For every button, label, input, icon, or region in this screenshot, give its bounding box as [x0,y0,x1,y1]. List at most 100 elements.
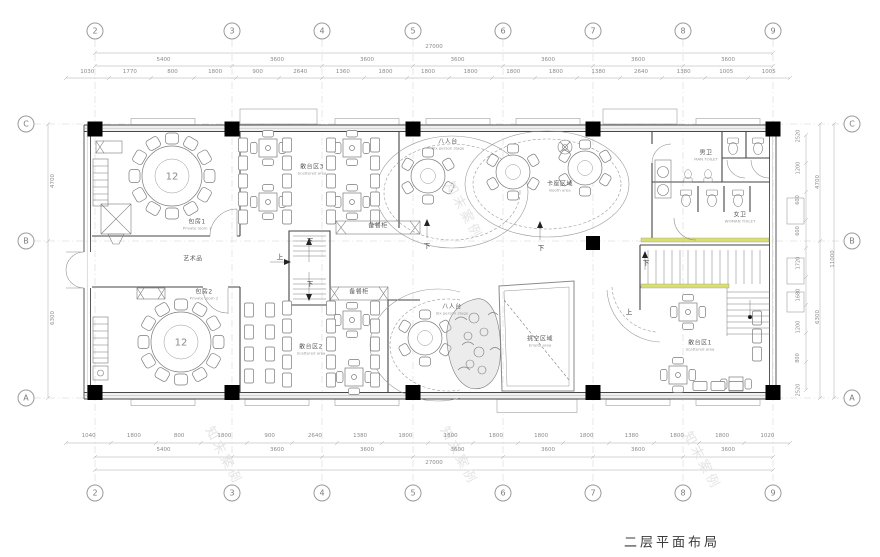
dim-top-overall: 27000 [425,44,443,50]
grid-bubble-col-7-bottom: 7 [584,484,602,502]
grid-bubble-col-6-top: 6 [494,22,512,40]
room-label-en: WOMAN TOILET [724,219,756,225]
room-label-private-room-2: 包房2 Private room 2 [186,289,223,303]
dimension-value: 1200 [795,320,802,333]
room-label-cn: 八人台 [442,303,462,311]
dimension-value: 2640 [293,69,308,75]
room-label-scattered-area-1: 散台区1 Scattered area [682,340,719,354]
stair-down-label: 下 [537,244,545,252]
room-label-en: Booth area [549,188,571,194]
room-label-cn: 散台区2 [299,343,323,351]
dimension-value: 1005 [719,69,734,75]
dimension-lines [45,50,837,473]
dimension-value: 1800 [463,69,478,75]
dimension-value: 1800 [488,433,503,439]
dimension-value: 1360 [335,69,350,75]
grid-bubble-col-5-top: 5 [404,22,422,40]
dimension-value: 3600 [450,57,465,63]
dimension-value: 5400 [156,57,171,63]
dimension-value: 1380 [676,69,691,75]
stair-down-label: 下 [306,237,314,245]
dimension-value: 5400 [156,447,171,453]
dimension-value: 800 [794,353,801,364]
exterior-walls [83,124,777,400]
room-label-en: Private room 2 [189,296,219,302]
grid-bubble-col-9-bottom: 9 [764,484,782,502]
dimension-value: 3600 [270,57,284,63]
grid-bubble-col-8-bottom: 8 [674,484,692,502]
dimension-value: 1005 [761,69,776,75]
dimension-value: 3600 [721,57,735,63]
dimension-value: 1800 [579,433,594,439]
stair-down-label: 下 [306,280,314,288]
dimension-value: 3600 [450,447,465,453]
dimension-value: 900 [264,433,275,439]
room-label-cn: 男卫 [699,149,713,157]
room-label-eight-table-bottom: 八人台 Six person stage [431,303,473,318]
dimension-value: 1800 [715,433,730,439]
artwork-label-cn: 艺术品 [183,255,203,263]
grid-bubble-col-4-bottom: 4 [313,484,331,502]
grid-bubble-col-5-bottom: 5 [404,484,422,502]
dimension-value: 600 [794,194,801,205]
dimension-value: 1020 [760,433,775,439]
room-label-en: Six person stage [435,311,469,317]
dimension-value: 1800 [421,69,436,75]
dimension-value: 1030 [80,69,95,75]
dimension-value: 1380 [591,69,606,75]
cabinet-label-cn: 备餐柜 [349,288,369,296]
drawing-title: 二层平面布局 [623,535,721,551]
dimension-value: 2520 [795,129,802,143]
dimension-value: 3600 [631,57,645,63]
furniture [128,130,762,395]
dim-right-overall: 11000 [830,250,836,268]
grid-bubble-col-9-top: 9 [764,22,782,40]
stair-up-label: 上 [625,308,633,316]
dimension-value: 1800 [208,69,223,75]
dim-right-6300: 6300 [815,310,821,324]
table-seat-count: 12 [174,337,188,349]
dimension-value: 3600 [631,447,645,453]
grid-bubble-row-c-left: C [17,115,35,133]
stair-up-label: 上 [276,253,284,261]
columns [87,121,781,400]
room-label-cn: 挑空区域 [526,335,553,343]
room-label-womens-toilet: 女卫 WOMAN TOILET [720,212,759,226]
room-label-eight-table-top: 八人台 Six person stage [427,139,469,153]
dimension-value: 3600 [360,57,374,63]
grid-bubble-col-2-bottom: 2 [86,484,104,502]
room-label-scattered-area-3: 散台区3 Scattered area [294,164,331,178]
dimension-value: 1380 [624,433,639,439]
grid-bubble-row-b-right: B [843,232,861,250]
room-label-cn: 包房1 [188,218,206,226]
dimension-value: 1800 [669,433,684,439]
room-label-en: Scattered area [297,171,327,177]
grid-bubble-col-7-top: 7 [584,22,602,40]
dimension-value: 3600 [541,447,555,453]
dimension-value: 1800 [378,69,393,75]
dim-left-4700: 4700 [50,174,56,188]
doors [65,143,770,314]
dimension-value: 1680 [795,288,802,302]
dimension-value: 2640 [634,69,649,75]
dimension-value: 1770 [122,69,137,75]
dimension-value: 1800 [398,433,413,439]
grid-bubble-col-8-top: 8 [674,22,692,40]
artwork-label: 艺术品 [183,255,203,264]
dimension-value: 3600 [360,447,374,453]
grid-bubble-row-c-right: C [843,115,861,133]
room-label-booth-area: 卡座区域 Booth area [546,181,573,195]
dimension-value: 1800 [506,69,521,75]
cabinet-label-cn: 备餐柜 [368,222,388,230]
room-label-en: MAN TOILET [694,157,718,163]
dimension-value: 600 [794,226,801,237]
grid-bubble-col-6-bottom: 6 [494,484,512,502]
room-label-mens-toilet: 男卫 MAN TOILET [691,149,722,164]
grid-bubble-col-4-top: 4 [313,22,331,40]
room-label-scattered-area-2: 散台区2 Scattered area [293,343,330,358]
dimension-value: 1800 [443,433,458,439]
grid-bubble-col-2-top: 2 [86,22,104,40]
